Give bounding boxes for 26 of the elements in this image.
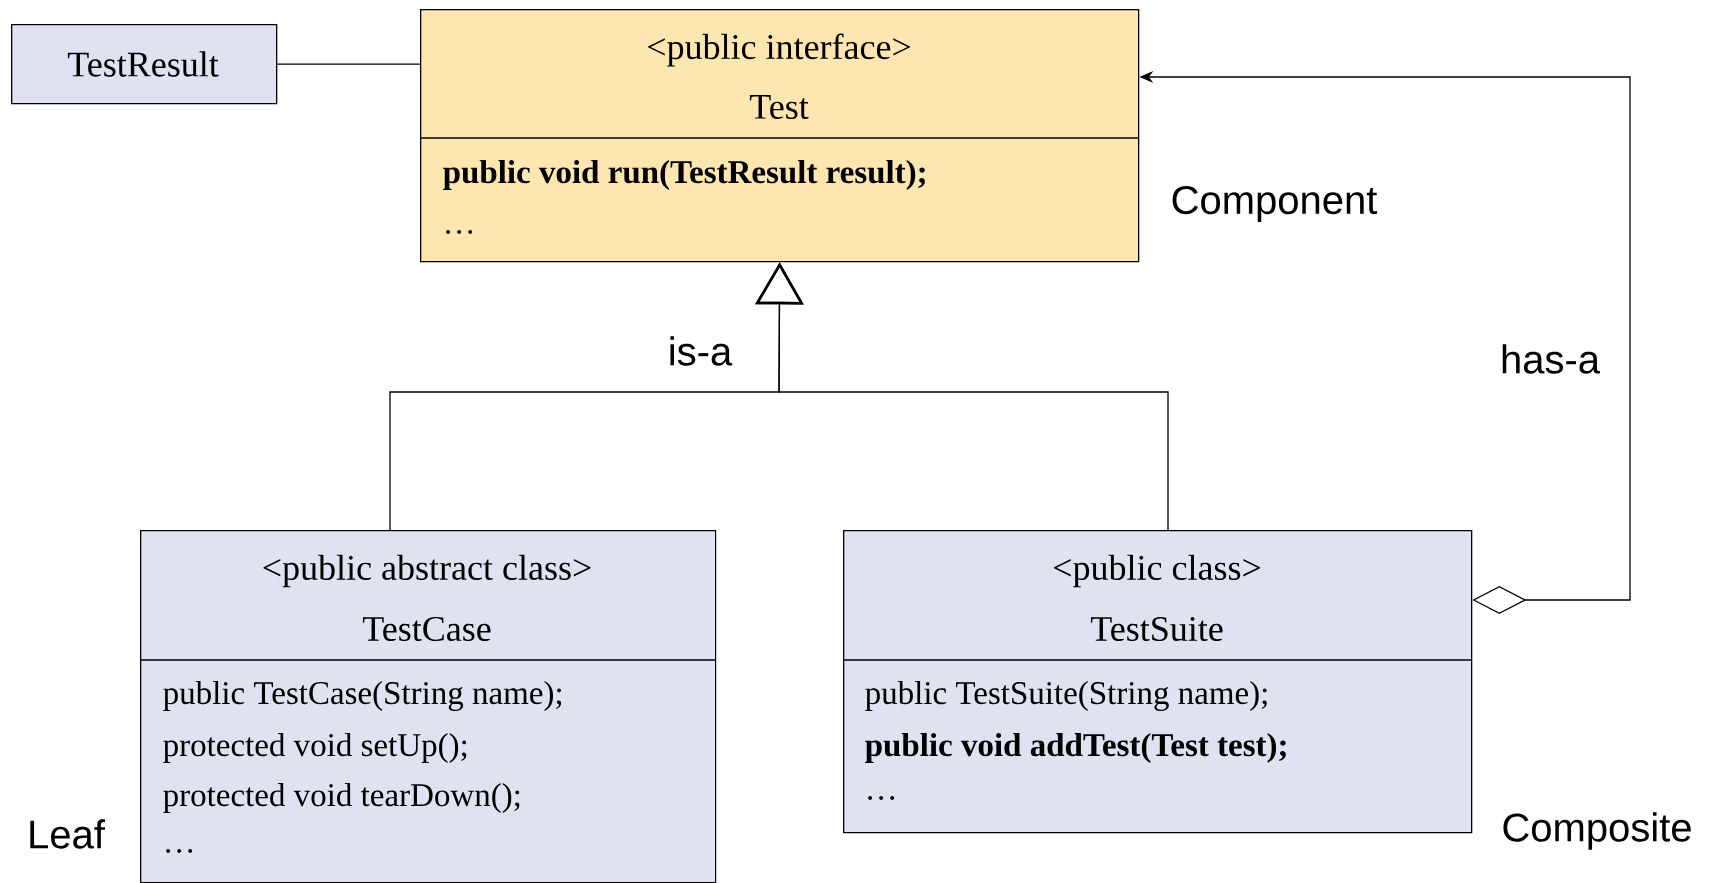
edge-label: is-a xyxy=(670,336,733,366)
class-name: TestResult xyxy=(67,51,219,77)
class-name: Test xyxy=(749,95,809,119)
edge-label: has-a xyxy=(1502,344,1600,374)
class-box xyxy=(11,24,278,105)
method-signature: public TestCase(String name); xyxy=(163,681,562,711)
method-signature: public void addTest(Test test); xyxy=(865,733,1286,763)
method-signature: protected void tearDown(); xyxy=(163,783,520,813)
stereotype: <public class> xyxy=(1054,554,1261,588)
stereotype: <public abstract class> xyxy=(263,554,591,588)
method-signature: public TestSuite(String name); xyxy=(865,681,1267,711)
connector xyxy=(276,63,421,65)
method-signature: … xyxy=(446,230,473,234)
class-name: TestCase xyxy=(362,616,491,642)
method-signature: protected void setUp(); xyxy=(163,733,467,763)
method-signature: … xyxy=(868,796,895,800)
role-label: Component xyxy=(1172,185,1378,223)
class-box xyxy=(139,530,717,883)
role-label: Composite xyxy=(1503,812,1691,850)
stereotype: <public interface> xyxy=(648,33,911,67)
method-signature: public void run(TestResult result); xyxy=(443,160,925,190)
class-box xyxy=(842,530,1473,834)
role-label: Leaf xyxy=(30,819,105,849)
class-box xyxy=(419,9,1140,263)
method-signature: … xyxy=(166,849,193,853)
class-name: TestSuite xyxy=(1090,616,1223,642)
